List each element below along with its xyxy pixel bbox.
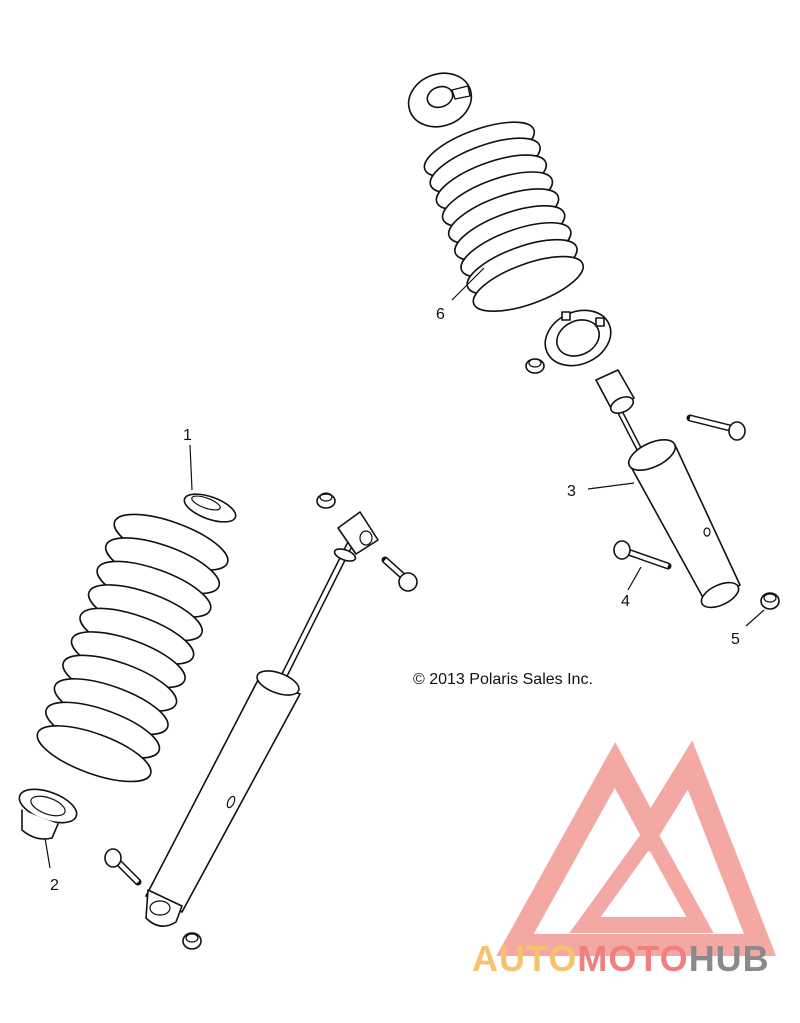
shock-absorber-left [145, 511, 379, 927]
bolt-upper-right [686, 414, 746, 441]
callout-3: 3 [567, 483, 576, 500]
bolt-lower-left [104, 848, 142, 886]
bolt-upper-left [381, 556, 418, 592]
spring-seat-left [18, 788, 78, 840]
callout-6: 6 [436, 306, 445, 323]
callout-5: 5 [731, 631, 740, 648]
spring-seat-ring-right [544, 309, 612, 367]
leader-line-2 [44, 837, 51, 869]
nut-right [760, 592, 780, 610]
brand-word-moto: MOTO [577, 938, 689, 979]
automotohub-logo-icon [496, 740, 777, 956]
callout-4: 4 [621, 593, 630, 610]
bushing-small-right [525, 358, 545, 374]
nut-bottom-left [182, 932, 202, 950]
bushing-top-left [316, 492, 336, 509]
leader-line-6 [451, 267, 485, 301]
leader-line-3 [587, 482, 635, 490]
brand-word-auto: AUTO [472, 938, 578, 979]
shock-absorber-right [595, 369, 741, 609]
upper-spring-retainer-right [407, 72, 473, 128]
leader-line-1 [189, 444, 193, 491]
callout-2: 2 [50, 877, 59, 894]
coil-spring-right [423, 121, 584, 313]
spring-retainer-left [183, 493, 237, 523]
callout-1: 1 [183, 427, 192, 444]
leader-line-5 [745, 609, 765, 627]
leader-line-4 [627, 566, 642, 591]
brand-word-hub: HUB [688, 938, 770, 979]
copyright-notice: © 2013 Polaris Sales Inc. [413, 671, 593, 688]
coil-spring-left [36, 513, 229, 783]
bolt-lower-right [613, 540, 672, 570]
watermark-brand: AUTOMOTOHUB [472, 938, 770, 980]
